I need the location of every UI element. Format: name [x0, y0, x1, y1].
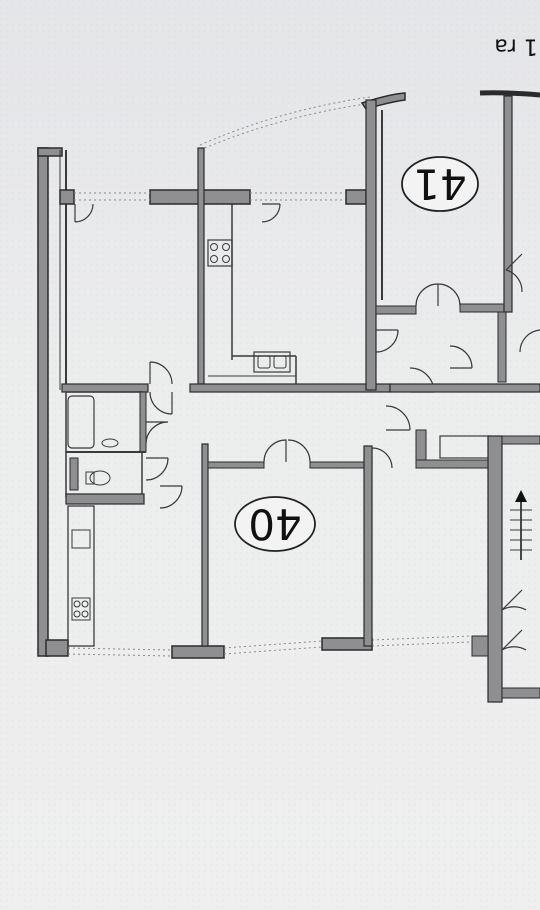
wall-block — [471, 635, 489, 657]
outer-wall-bottom-left — [45, 639, 69, 657]
facade-curve-top — [199, 96, 371, 146]
burner-icon — [222, 243, 230, 251]
burner-icon — [81, 610, 89, 618]
burner-icon — [81, 600, 89, 608]
door-swing — [261, 203, 281, 223]
stove-icon — [71, 597, 91, 621]
wall-horizontal — [459, 303, 507, 313]
door-swing — [371, 447, 393, 469]
sink-basin — [257, 355, 271, 369]
wall-vertical — [197, 147, 205, 385]
wall-horizontal — [309, 461, 369, 469]
bathtub-icon — [67, 395, 95, 449]
wall-vertical — [365, 99, 377, 391]
sink-basin — [273, 355, 287, 369]
door-swing — [449, 345, 473, 369]
toilet-icon — [89, 470, 111, 486]
door-swing — [159, 485, 183, 509]
stair-wall-bottom — [501, 687, 540, 699]
unit-40-number: 40 — [248, 500, 301, 549]
stair-arrow-icon — [515, 490, 527, 502]
wall-horizontal — [375, 305, 417, 315]
window-line — [371, 641, 471, 647]
unit-40-marker: 40 — [234, 496, 316, 552]
unit-41-number: 41 — [413, 160, 466, 209]
curved-wall-right — [479, 90, 540, 98]
door-swing — [149, 391, 173, 415]
stair-wall — [487, 435, 503, 703]
wall-vertical — [363, 445, 373, 647]
door-swing — [145, 457, 169, 481]
toilet-wall — [69, 457, 79, 491]
wall-vertical — [497, 311, 507, 383]
stove-icon — [207, 239, 233, 267]
wall-block — [171, 645, 225, 659]
toilet-tank — [85, 471, 95, 485]
door-swing — [501, 589, 527, 611]
burner-icon — [73, 610, 81, 618]
door-swing — [149, 361, 173, 385]
wall-horizontal — [65, 493, 145, 505]
corner-header-text: 1 ra — [494, 34, 538, 59]
door-swing — [505, 253, 523, 293]
window-line — [67, 647, 173, 651]
wall-vertical — [201, 443, 209, 647]
door-swing — [145, 421, 169, 445]
wall-horizontal — [415, 459, 495, 469]
sink-icon — [71, 529, 91, 549]
window-line — [223, 640, 323, 649]
double-door-swing — [415, 283, 461, 307]
wall-vertical — [503, 95, 513, 313]
burner-icon — [210, 255, 218, 263]
wall-block — [149, 189, 203, 205]
wall-block — [59, 189, 75, 205]
wall-block — [201, 189, 251, 205]
door-swing — [501, 629, 527, 651]
wall-block — [345, 189, 367, 205]
burner-icon — [222, 255, 230, 263]
burner-icon — [210, 243, 218, 251]
kitchen-counter-left — [67, 505, 95, 647]
corridor-wall-right — [389, 383, 540, 393]
door-swing — [519, 329, 540, 353]
door-swing — [74, 203, 94, 223]
corridor-wall-left — [61, 383, 149, 393]
double-door-swing — [263, 439, 311, 463]
window-line — [371, 635, 471, 641]
door-swing — [375, 329, 399, 353]
facade-curve-top-inner — [199, 102, 373, 151]
sink-icon — [253, 351, 291, 373]
window-line — [67, 653, 173, 657]
unit-40-ellipse — [234, 496, 316, 552]
washbasin-icon — [101, 438, 119, 448]
stair-wall-top — [501, 435, 540, 445]
corridor-wall — [189, 383, 391, 393]
unit-41-marker: 41 — [401, 156, 479, 212]
outer-wall-left — [37, 147, 49, 657]
wall-stub — [415, 429, 427, 465]
bathroom-wall — [139, 391, 147, 453]
unit-41-ellipse — [401, 156, 479, 212]
window-line — [223, 646, 323, 655]
burner-icon — [73, 600, 81, 608]
outer-wall-top-left-cap — [37, 147, 63, 157]
door-swing — [385, 405, 411, 431]
wall-horizontal — [207, 461, 265, 469]
